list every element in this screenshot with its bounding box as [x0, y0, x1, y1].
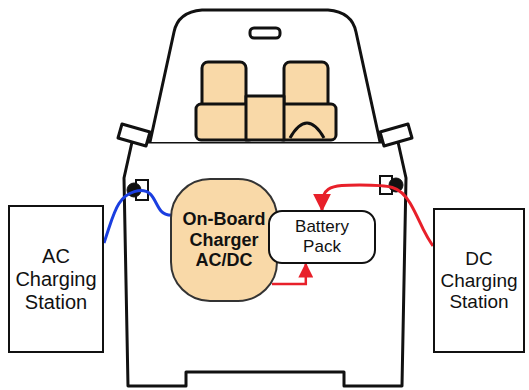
side-mirror	[380, 124, 412, 146]
node-label: On-Board Charger AC/DC	[176, 209, 272, 271]
side-mirror	[118, 124, 150, 146]
charger-box: On-Board Charger AC/DC	[170, 178, 278, 302]
charging-station-box: DC Charging Station	[433, 208, 525, 353]
car-body	[124, 142, 406, 386]
steering-wheel	[290, 123, 324, 138]
node-label: Battery Pack	[274, 217, 370, 256]
node-label: DC Charging Station	[439, 248, 519, 314]
battery-box: Battery Pack	[268, 210, 376, 264]
rear-view-mirror	[250, 28, 280, 38]
seat-bench	[246, 96, 284, 140]
charging-cable	[104, 191, 174, 243]
car-cabin	[150, 10, 380, 142]
charging-station-box: AC Charging Station	[8, 205, 104, 353]
node-label: AC Charging Station	[14, 245, 98, 314]
seat-cushion	[278, 104, 336, 140]
